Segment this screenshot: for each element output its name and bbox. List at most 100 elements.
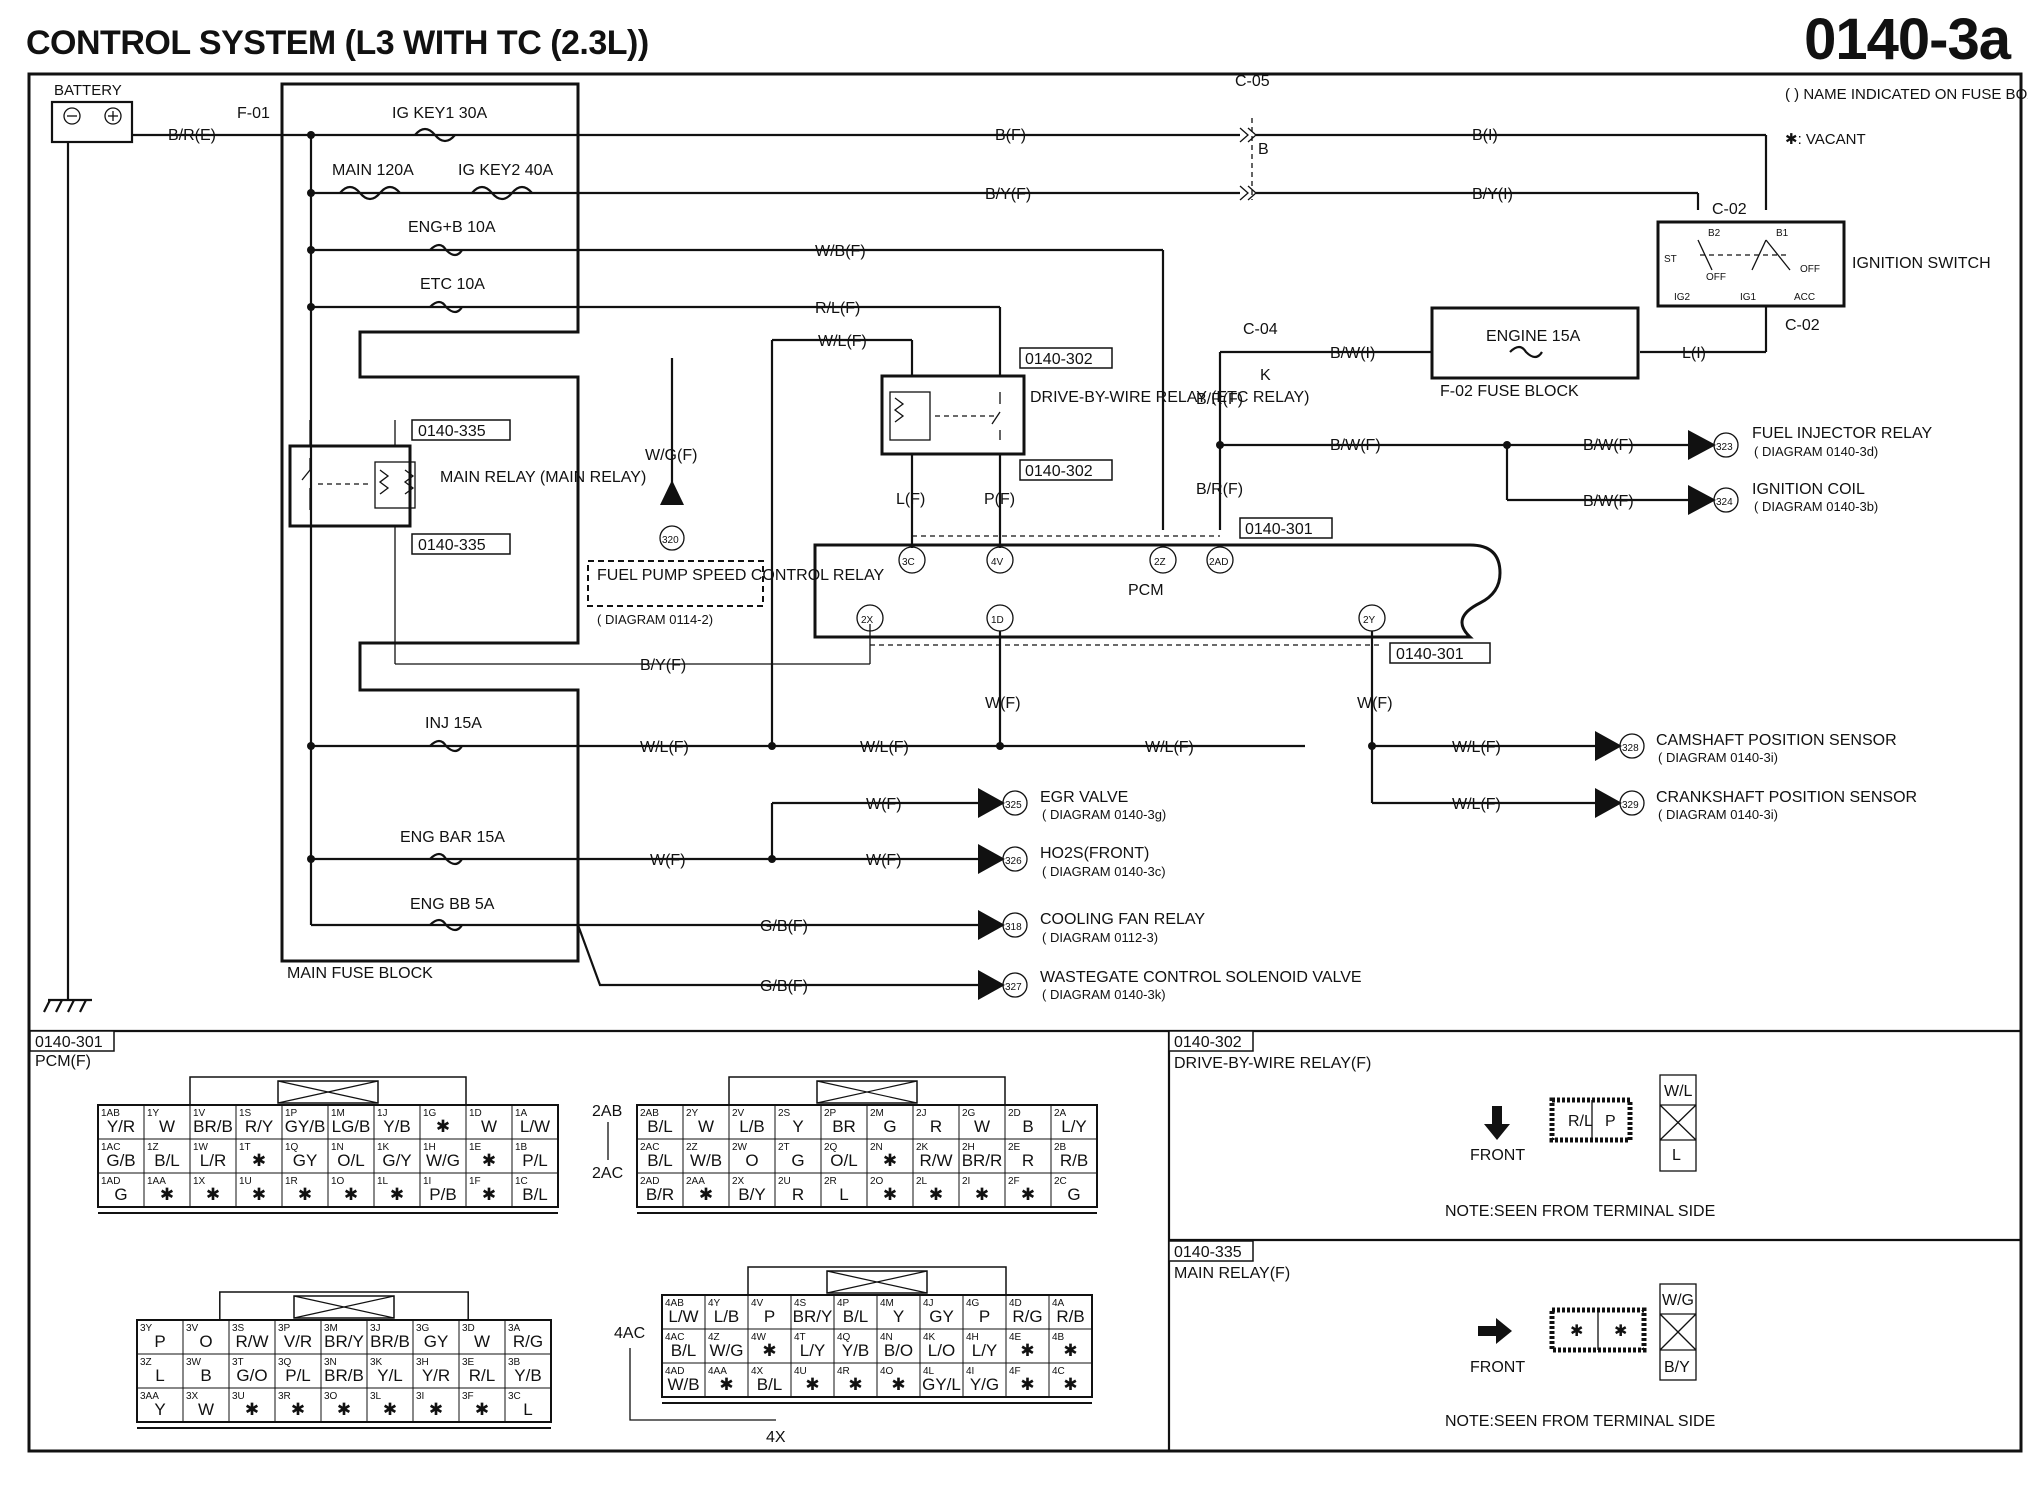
pin-cell bbox=[1048, 1362, 1093, 1398]
pin-color: W/B bbox=[667, 1375, 699, 1394]
wire-w-f-2y-label: W(F) bbox=[1357, 695, 1393, 712]
pin-number: 2L bbox=[916, 1176, 928, 1187]
pin-color: W bbox=[198, 1400, 214, 1419]
wire-by-f-pcm-label: B/Y(F) bbox=[640, 657, 686, 674]
wire-by-i-label: B/Y(I) bbox=[1472, 186, 1513, 203]
pin-color: GY bbox=[293, 1151, 318, 1170]
pin-color: ✱ bbox=[252, 1151, 266, 1170]
svg-text:1D: 1D bbox=[991, 615, 1004, 626]
fuse-row-engb: ENG+B 10A bbox=[307, 219, 1165, 530]
output-318: 318 COOLING FAN RELAY ( DIAGRAM 0112-3) bbox=[978, 910, 1205, 945]
pin-number: 1K bbox=[377, 1142, 390, 1153]
wire-wl-f-label: W/L(F) bbox=[818, 333, 867, 350]
pin-number: 3R bbox=[278, 1391, 291, 1402]
pin-color: V/R bbox=[284, 1332, 312, 1351]
pin-color: ✱ bbox=[762, 1341, 776, 1360]
label-2ac: 2AC bbox=[592, 1165, 623, 1182]
wire-wb-f: W/B(F) bbox=[815, 243, 866, 260]
pin-number: 4B bbox=[1052, 1332, 1065, 1343]
pin-number: 2W bbox=[732, 1142, 748, 1153]
pin-color: Y/R bbox=[107, 1117, 135, 1136]
pin-number: 2Y bbox=[686, 1108, 699, 1119]
pcm-pin-3c: 3C bbox=[898, 546, 926, 574]
svg-text:IG1: IG1 bbox=[1740, 292, 1757, 303]
pin-number: 2H bbox=[962, 1142, 975, 1153]
pin-number: 4W bbox=[751, 1332, 767, 1343]
pin-number: 4C bbox=[1052, 1366, 1065, 1377]
pin-number: 4V bbox=[751, 1298, 764, 1309]
pin-number: 1AD bbox=[101, 1176, 120, 1187]
pin-color: Y/B bbox=[383, 1117, 410, 1136]
dbw-relay-connector: R/L P W/L L bbox=[1549, 1074, 1697, 1172]
svg-text:( DIAGRAM 0140-3g): ( DIAGRAM 0140-3g) bbox=[1042, 807, 1166, 822]
pin-color: ✱ bbox=[429, 1400, 443, 1419]
pin-number: 2D bbox=[1008, 1108, 1021, 1119]
pin-number: 1H bbox=[423, 1142, 436, 1153]
svg-text:INJ 15A: INJ 15A bbox=[425, 715, 482, 732]
wire-p-f-label: P(F) bbox=[984, 491, 1015, 508]
pin-color: Y/R bbox=[422, 1366, 450, 1385]
battery-symbol bbox=[50, 100, 134, 144]
pin-color: BR/Y bbox=[793, 1307, 833, 1326]
pcm-label: PCM bbox=[1128, 582, 1164, 599]
pin-number: 4U bbox=[794, 1366, 807, 1377]
pin-number: 3G bbox=[416, 1323, 430, 1334]
pin-number: 1B bbox=[515, 1142, 528, 1153]
panel-335-note: NOTE:SEEN FROM TERMINAL SIDE bbox=[1445, 1413, 1715, 1430]
pin-color: P/L bbox=[285, 1366, 311, 1385]
pin-color: B/L bbox=[671, 1341, 697, 1360]
pcm-pin-2y: 2Y bbox=[1358, 604, 1386, 632]
pin-number: 2K bbox=[916, 1142, 929, 1153]
svg-text:( DIAGRAM 0112-3): ( DIAGRAM 0112-3) bbox=[1042, 930, 1158, 945]
connector-c05: C-05 bbox=[1235, 73, 1270, 90]
pin-color: W/B bbox=[690, 1151, 722, 1170]
label-4x: 4X bbox=[766, 1429, 786, 1446]
svg-text:327: 327 bbox=[1005, 982, 1022, 993]
wire-br-f-label2: B/R(F) bbox=[1196, 481, 1243, 498]
panel-335-ref-box bbox=[1168, 1240, 1254, 1262]
svg-text:CAMSHAFT POSITION SENSOR: CAMSHAFT POSITION SENSOR bbox=[1656, 732, 1897, 749]
svg-text:✱: ✱ bbox=[1570, 1323, 1583, 1340]
svg-text:( DIAGRAM 0140-3i): ( DIAGRAM 0140-3i) bbox=[1658, 807, 1778, 822]
pin-color: L/W bbox=[668, 1307, 698, 1326]
output-329: 329 CRANKSHAFT POSITION SENSOR ( DIAGRAM… bbox=[1595, 788, 1917, 822]
pin-number: 1J bbox=[377, 1108, 388, 1119]
pin-number: 2I bbox=[962, 1176, 970, 1187]
battery-label: BATTERY bbox=[54, 82, 122, 99]
connector-c04-k: K bbox=[1260, 367, 1271, 384]
pin-color: R/L bbox=[469, 1366, 495, 1385]
pin-number: 3Q bbox=[278, 1357, 292, 1368]
panel-302-ref: 0140-302 bbox=[1174, 1034, 1242, 1051]
pin-number: 3A bbox=[508, 1323, 521, 1334]
pin-number: 3W bbox=[186, 1357, 202, 1368]
pin-number: 1AA bbox=[147, 1176, 166, 1187]
svg-text:325: 325 bbox=[1005, 800, 1022, 811]
wire-bw-i-label: B/W(I) bbox=[1330, 345, 1375, 362]
fuse-row-main-igkey2: MAIN 120A IG KEY2 40A bbox=[307, 162, 1240, 201]
pin-color: ✱ bbox=[1021, 1185, 1035, 1204]
pin-number: 2A bbox=[1054, 1108, 1067, 1119]
fuse-row-engbb: ENG BB 5A bbox=[311, 896, 978, 932]
main-fuse-block-outline bbox=[280, 82, 580, 963]
pin-color: B/L bbox=[647, 1117, 673, 1136]
pin-color: ✱ bbox=[245, 1400, 259, 1419]
pin-number: 1Z bbox=[147, 1142, 159, 1153]
pin-number: 3C bbox=[508, 1391, 521, 1402]
pin-number: 4D bbox=[1009, 1298, 1022, 1309]
wire-wg-f-label: W/G(F) bbox=[645, 447, 697, 464]
pin-number: 4O bbox=[880, 1366, 894, 1377]
wire-wl-f-inj3: W/L(F) bbox=[1145, 739, 1194, 756]
pin-color: R bbox=[1022, 1151, 1034, 1170]
ref-tag-301-bottom-text: 0140-301 bbox=[1396, 646, 1464, 663]
pcm-connector-1: 1ABY/R1YW1VBR/B1SR/Y1PGY/B1MLG/B1JY/B1G✱… bbox=[97, 1076, 559, 1214]
panel-302-front: FRONT bbox=[1470, 1147, 1525, 1164]
pin-color: ✱ bbox=[975, 1185, 989, 1204]
pin-number: 4H bbox=[966, 1332, 979, 1343]
pin-number: 4S bbox=[794, 1298, 807, 1309]
pin-number: 1Q bbox=[285, 1142, 299, 1153]
fuse-row-igkey1: IG KEY1 30A bbox=[258, 105, 1240, 143]
pin-number: 2C bbox=[1054, 1176, 1067, 1187]
pin-number: 2T bbox=[778, 1142, 790, 1153]
wire-br-f-label1: B/R(F) bbox=[1196, 391, 1243, 408]
wire-wl-f-crank-label: W/L(F) bbox=[1452, 796, 1501, 813]
